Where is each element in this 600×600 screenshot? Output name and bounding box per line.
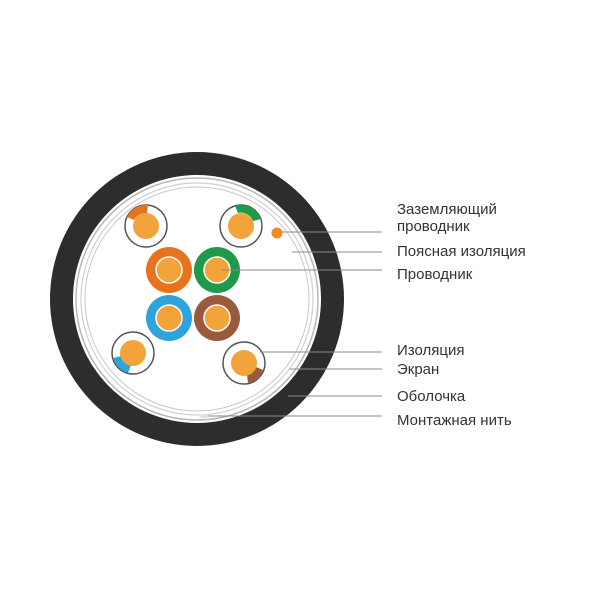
label-sheath: Оболочка	[397, 388, 466, 405]
screen-layer	[73, 175, 321, 423]
label-insulation: Изоляция	[397, 342, 465, 359]
white-blue-conductor	[111, 331, 155, 375]
brown-conductor	[194, 295, 240, 341]
orange-conductor	[146, 247, 192, 293]
label-grounding-line1: Заземляющий	[397, 201, 497, 218]
mounting-thread	[199, 414, 209, 418]
white-green-conductor	[219, 204, 263, 248]
grounding-conductor	[271, 227, 283, 239]
belt-insulation-ring	[84, 186, 310, 412]
screen-ring-outer	[75, 177, 319, 421]
white-orange-conductor	[124, 204, 168, 248]
screen-ring-inner	[80, 182, 314, 416]
green-conductor	[194, 247, 240, 293]
label-mounting-thread: Монтажная нить	[397, 412, 512, 429]
label-conductor: Проводник	[397, 266, 473, 283]
label-grounding-conductor: Заземляющий проводник	[397, 201, 497, 235]
label-grounding-line2: проводник	[397, 218, 470, 235]
label-screen: Экран	[397, 361, 440, 378]
blue-conductor	[146, 295, 192, 341]
label-belt-insulation: Поясная изоляция	[397, 243, 526, 260]
white-brown-conductor	[222, 341, 266, 385]
